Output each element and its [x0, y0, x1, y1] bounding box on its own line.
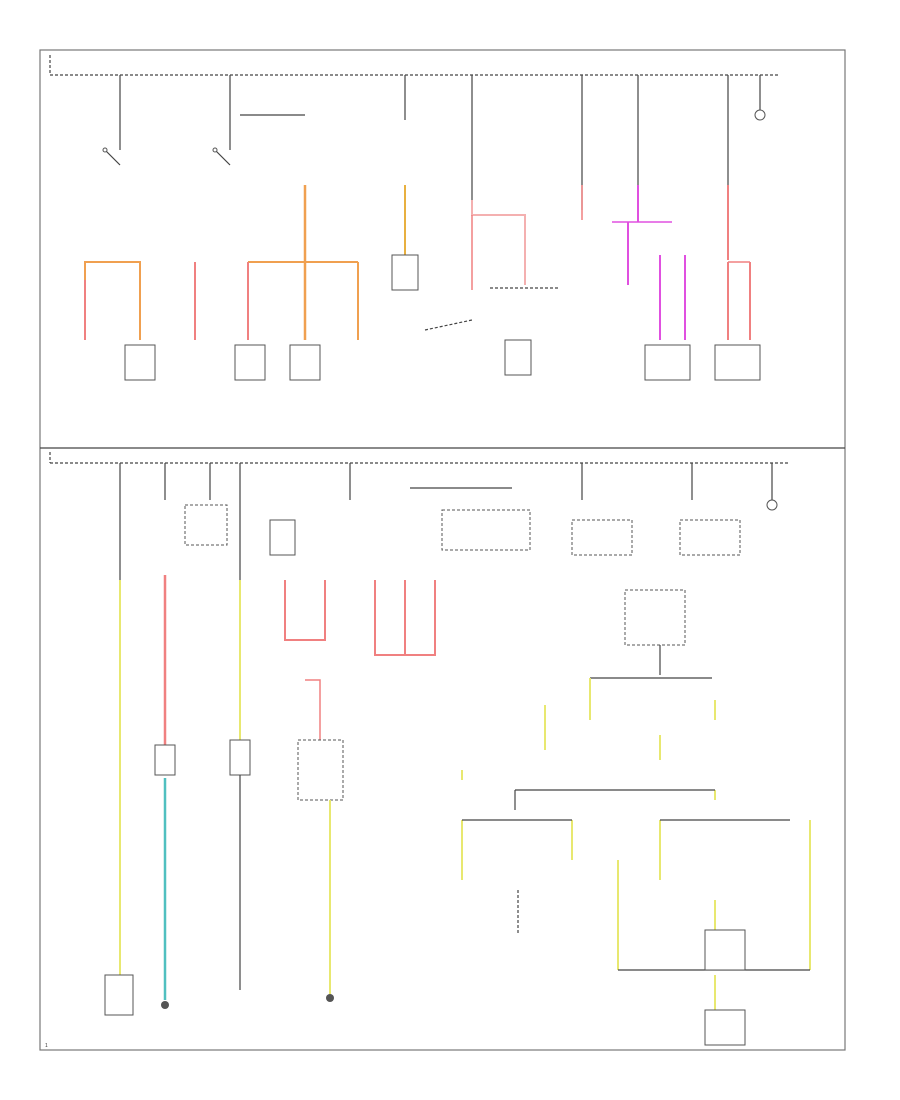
ground-165: [161, 1001, 169, 1009]
bottom-fuse-drops: [119, 463, 773, 580]
diagram-outer-frame: [39, 49, 846, 1051]
yellow-network: [461, 678, 811, 1010]
component-magenta: [644, 344, 691, 381]
red-loop: [284, 580, 326, 641]
switch-box: [297, 739, 344, 801]
relay-box-center: [441, 509, 531, 551]
relay-box-mid: [269, 519, 296, 556]
bottom-section: [49, 452, 811, 1046]
bottom-fuse-icon-772: [766, 499, 778, 511]
orange-wire-left: [84, 261, 141, 340]
component-505: [504, 339, 532, 376]
page-number: 1: [45, 1043, 48, 1049]
component-405: [391, 254, 419, 291]
relay-box-left: [184, 504, 228, 546]
component-165: [154, 744, 176, 776]
top-component-row: [124, 344, 321, 381]
top-fuse-icon-760: [754, 109, 766, 121]
component-bottom-right-2: [704, 1009, 746, 1046]
pink-wire-472: [471, 200, 526, 285]
top-relay-switch-1: [102, 147, 121, 166]
relay-box-right-2: [679, 519, 741, 556]
ground-330: [326, 994, 334, 1002]
relay-box-right-1: [571, 519, 633, 556]
top-section: [49, 55, 780, 381]
top-relay-switch-2: [212, 147, 231, 166]
control-module: [624, 589, 686, 646]
component-bottom-right-1: [704, 929, 746, 971]
component-red-right: [714, 344, 761, 381]
top-fuse-drops: [119, 75, 761, 220]
component-240: [229, 739, 251, 776]
red-switch-wire: [305, 679, 321, 740]
dashed-472: [424, 319, 473, 331]
component-bottom-left: [104, 974, 134, 1016]
